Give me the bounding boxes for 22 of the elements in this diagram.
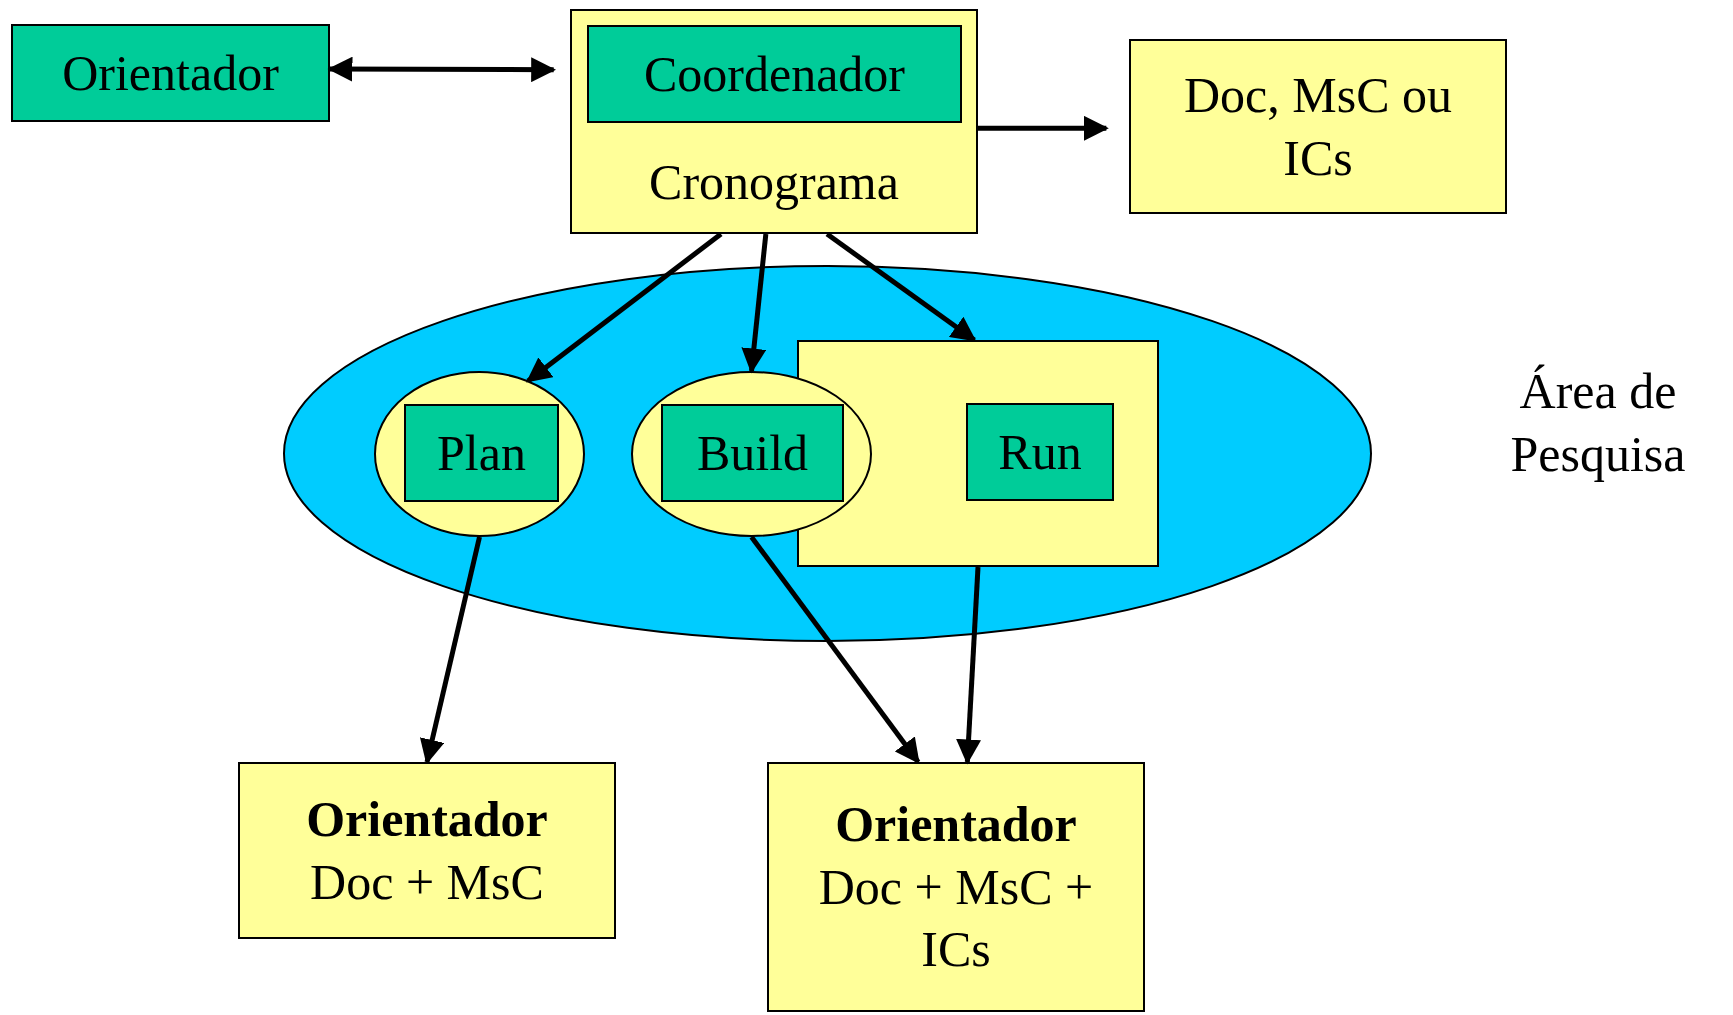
arrow: [419, 536, 482, 765]
box-text: Doc + MsC + ICs: [817, 857, 1095, 980]
schedule-box: [570, 9, 978, 234]
phase-box: Run: [966, 403, 1114, 501]
arrow: [956, 566, 982, 765]
advisor-box: [238, 762, 616, 939]
phase-box: Build: [661, 404, 844, 502]
arrow: [327, 56, 557, 83]
output-box: Doc, MsC ou ICs: [1129, 39, 1507, 214]
box-heading: Orientador: [835, 795, 1077, 855]
arrow: [749, 535, 921, 764]
area-label: Área de Pesquisa: [1509, 362, 1687, 484]
arrow: [526, 232, 723, 383]
role-box: Orientador: [11, 24, 330, 122]
arrow: [978, 115, 1109, 141]
box-heading: Orientador: [306, 790, 548, 849]
box-label: Cronograma: [648, 153, 900, 212]
phase-box: Plan: [404, 404, 559, 502]
arrow: [825, 231, 977, 343]
role-box: Coordenador: [587, 25, 962, 123]
advisor-box: [767, 762, 1145, 1012]
box-text: Doc + MsC: [310, 852, 544, 912]
